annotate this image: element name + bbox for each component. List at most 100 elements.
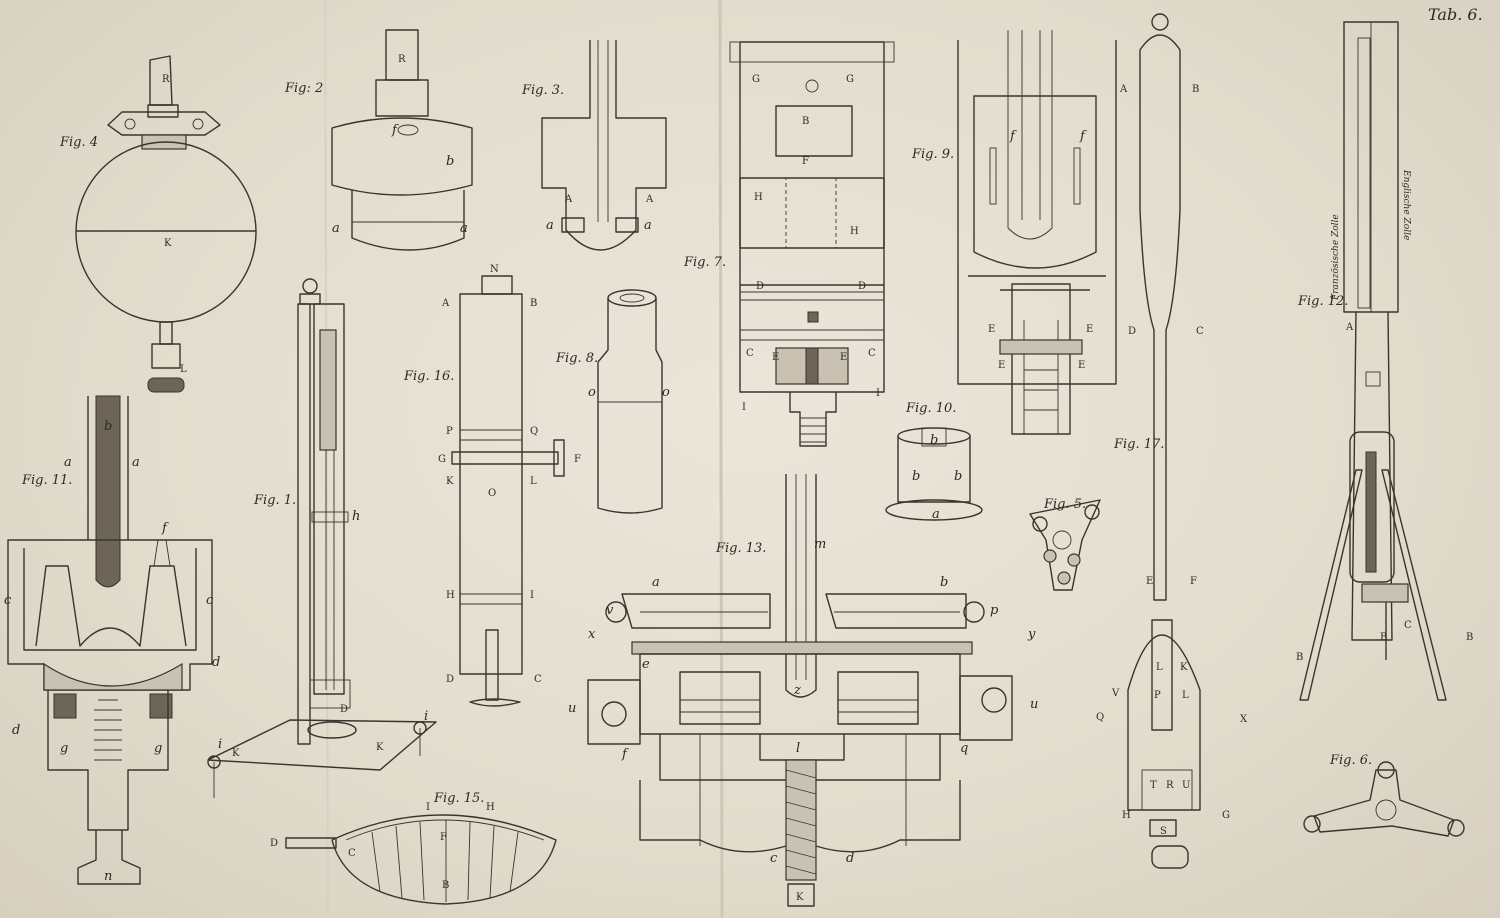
figure-9: Fig. 9. f f E E E E [911,30,1117,435]
reference-letter: H [754,192,763,203]
reference-letter: b [940,575,948,590]
reference-letter: b [954,469,962,484]
reference-letter: K [164,238,172,249]
caption-fig15: Fig. 15. [433,791,484,806]
reference-letter: C [1196,326,1204,337]
caption-fig6: Fig. 6. [1329,753,1372,768]
reference-letter: R [162,74,170,85]
reference-letter: G [846,74,854,85]
figure-3: Fig. 3. A A a a [521,40,667,251]
caption-fig1: Fig. 1. [253,493,296,508]
reference-letter: V [1111,688,1120,699]
figure-6: Fig. 6. [1303,753,1465,837]
reference-letter: I [742,402,746,413]
caption-fig10: Fig. 10. [905,401,956,416]
reference-letter: E [998,360,1005,371]
reference-letter: C [868,348,876,359]
reference-letter: F [440,832,447,843]
reference-letter: H [850,226,859,237]
reference-letter: Q [530,426,538,437]
caption-fig5: Fig. 5. [1043,497,1086,512]
figure-11: Fig. 11. b a a f n c c d d g g [4,395,220,885]
reference-letter: f [1009,129,1017,144]
reference-letter: L [1182,690,1189,701]
reference-letter: C [348,848,356,859]
reference-letter: i [218,737,222,752]
reference-letter: B [530,298,537,309]
reference-letter: B [1296,652,1303,663]
figure-17: Fig. 17. A B D C E F L K P L V Q X T R U… [1096,13,1248,869]
reference-letter: C [1404,620,1412,631]
caption-fig8: Fig. 8. [555,351,598,366]
reference-letter: b [930,433,938,448]
reference-letter: B [1466,632,1473,643]
reference-letter: l [796,741,800,756]
reference-letter: B [1380,632,1387,643]
reference-letter: O [488,488,496,499]
reference-letter: c [4,593,12,608]
reference-letter: u [1030,697,1038,712]
reference-letter: a [132,455,140,470]
reference-letter: G [1222,810,1230,821]
figure-13: Fig. 13. v p a b x y z u u l K [568,474,1038,907]
reference-letter: b [912,469,920,484]
reference-letter: F [574,454,581,465]
figure-10: Fig. 10. b b b a [885,401,983,522]
reference-letter: G [752,74,760,85]
reference-letter: u [568,701,576,716]
reference-letter: T [1150,780,1157,791]
reference-letter: b [446,154,454,169]
reference-letter: B [1192,84,1199,95]
reference-letter: B [442,880,449,891]
reference-letter: E [1078,360,1085,371]
reference-letter: f [621,747,629,762]
reference-letter: q [960,741,968,756]
caption-fig17: Fig. 17. [1113,437,1164,452]
reference-letter: f [391,123,399,138]
reference-letter: N [490,264,499,275]
caption-fig16: Fig. 16. [403,369,454,384]
reference-letter: d [212,655,220,670]
caption-fig2: Fig: 2 [284,81,323,96]
reference-letter: b [104,419,112,434]
reference-letter: K [446,476,454,487]
reference-letter: a [546,218,554,233]
reference-letter: v [606,603,614,618]
reference-letter: g [154,741,162,756]
fold-line [324,0,329,918]
reference-letter: K [796,892,804,903]
reference-letter: K [232,748,240,759]
reference-letter: P [446,426,453,437]
reference-letter: L [530,476,537,487]
figure-12: Fig. 12. Französische Zolle Englische Zo… [1296,21,1473,701]
reference-letter: H [486,802,495,813]
figure-4: Fig. 4 R K L [59,55,257,393]
reference-letter: a [932,507,940,522]
figure-2: Fig: 2 R f b a a [284,29,473,251]
caption-fig4: Fig. 4 [59,135,98,150]
reference-letter: c [206,593,214,608]
scale-label-english: Englische Zolle [1401,169,1411,240]
reference-letter: h [352,509,360,524]
figure-15: Fig. 15. D I H F B C [270,791,557,905]
reference-letter: R [398,54,406,65]
reference-letter: d [846,851,854,866]
reference-letter: D [340,704,348,715]
reference-letter: X [1240,714,1248,725]
reference-letter: B [802,116,809,127]
reference-letter: e [642,657,650,672]
figure-5: Fig. 5. [1029,497,1101,591]
reference-letter: K [376,742,384,753]
reference-letter: Q [1096,712,1104,723]
reference-letter: H [1122,810,1131,821]
reference-letter: a [644,218,652,233]
figure-1: Fig. 1. h D K K i i [207,278,437,798]
reference-letter: D [270,838,278,849]
reference-letter: i [424,709,428,724]
reference-letter: D [446,674,454,685]
reference-letter: L [180,364,187,375]
caption-fig3: Fig. 3. [521,83,564,98]
fold-line [718,0,724,918]
